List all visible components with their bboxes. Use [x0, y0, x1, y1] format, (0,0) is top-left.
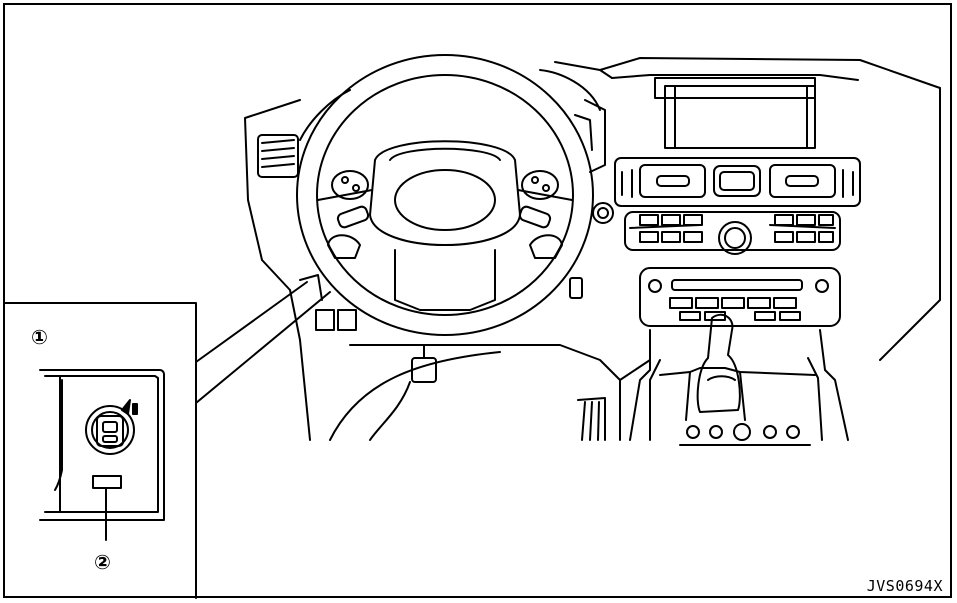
center-display [611, 74, 859, 149]
callout-1: ① [31, 325, 48, 349]
figure-code: JVS0694X [866, 577, 943, 595]
callout-2: ② [94, 550, 111, 574]
radio-panel [639, 267, 841, 327]
figure-frame [3, 3, 952, 598]
switch-inset [39, 369, 165, 521]
dashboard-outline [244, 57, 941, 441]
indicator-light [92, 475, 122, 489]
display-switch-icon [85, 399, 138, 455]
lower-dash-items [299, 274, 606, 441]
steering-wheel-icon [296, 54, 601, 336]
climate-audio-controls [624, 211, 841, 255]
center-console [629, 313, 849, 446]
steering-column [574, 99, 614, 224]
callout-leaders [4, 281, 331, 599]
center-vents [614, 157, 861, 207]
left-air-vent [257, 134, 299, 178]
